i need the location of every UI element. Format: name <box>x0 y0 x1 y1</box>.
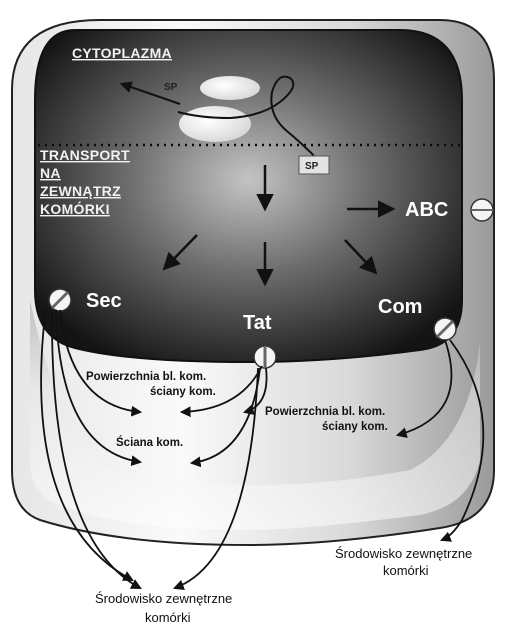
sp-label: SP <box>305 161 319 172</box>
sp-label-top: SP <box>164 82 178 93</box>
environment-right-line-1: Środowisko zewnętrzne <box>335 546 472 561</box>
sec-label: Sec <box>86 290 122 312</box>
ribosome-large <box>179 106 251 142</box>
transport-label-line-3: ZEWNĄTRZ <box>40 183 121 199</box>
surface-right-line-2: ściany kom. <box>322 421 388 433</box>
environment-bottom-line-2: komórki <box>145 610 191 625</box>
abc-label: ABC <box>405 199 448 221</box>
com-transporter <box>434 318 456 340</box>
ribosome-small <box>200 76 260 100</box>
com-label: Com <box>378 296 422 318</box>
surface-left-line-2: ściany kom. <box>150 386 216 398</box>
tat-transporter <box>254 346 276 368</box>
abc-transporter <box>471 199 493 221</box>
transport-label-line-4: KOMÓRKI <box>40 200 110 217</box>
transport-label-line-1: TRANSPORT <box>40 147 130 163</box>
transport-label-line-2: NA <box>40 165 61 181</box>
tat-label: Tat <box>243 312 272 334</box>
cytoplasm-label: CYTOPLAZMA <box>72 45 172 61</box>
cell-wall-label: Ściana kom. <box>116 436 183 449</box>
environment-right-line-2: komórki <box>383 563 429 578</box>
sec-transporter <box>49 289 71 311</box>
environment-bottom-line-1: Środowisko zewnętrzne <box>95 591 232 606</box>
surface-right-line-1: Powierzchnia bl. kom. <box>265 406 385 418</box>
surface-left-line-1: Powierzchnia bl. kom. <box>86 371 206 383</box>
